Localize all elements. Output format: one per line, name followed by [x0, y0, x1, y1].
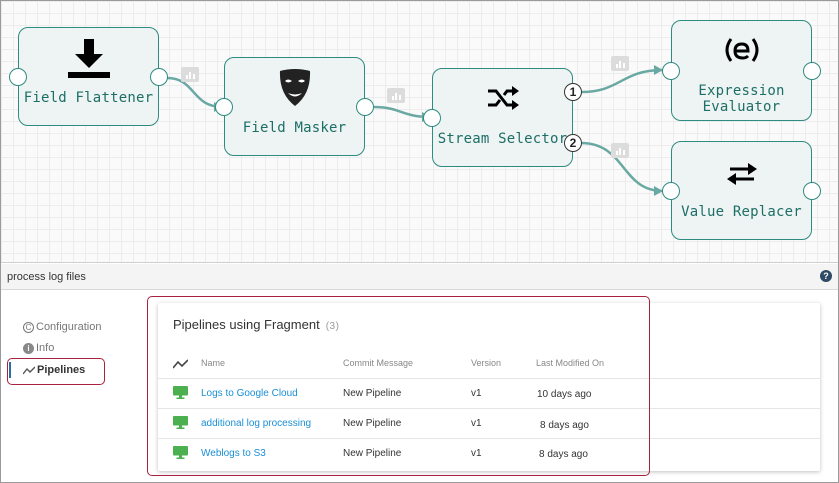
last-modified: 8 days ago [539, 449, 588, 460]
panel-title: process log files [7, 271, 86, 283]
download-icon [19, 38, 158, 80]
version: v1 [471, 388, 482, 399]
highlight-box-pipelines-card [147, 296, 650, 476]
commit-message: New Pipeline [343, 388, 402, 399]
node-label-line2: Evaluator [702, 99, 781, 115]
link-stats-icon[interactable] [181, 67, 199, 82]
input-port[interactable] [215, 98, 233, 116]
nav-item-label: Pipelines [37, 364, 86, 376]
detail-side-nav: C Configuration i Info Pipelines [1, 291, 141, 481]
output-port[interactable] [803, 62, 821, 80]
link-selector-replacer [580, 141, 664, 193]
mask-icon [225, 68, 364, 108]
link-stats-icon[interactable] [387, 88, 405, 103]
table-row[interactable]: Logs to Google Cloud New Pipeline v1 10 … [158, 378, 820, 408]
last-modified: 10 days ago [537, 389, 592, 400]
active-indicator [9, 362, 11, 378]
node-value-replacer[interactable]: Value Replacer [662, 141, 821, 240]
pipelines-card: Pipelines using Fragment (3) Name Commit … [158, 303, 820, 471]
monitor-icon [173, 446, 188, 459]
input-port[interactable] [662, 62, 680, 80]
expression-icon [672, 37, 811, 63]
version: v1 [471, 418, 482, 429]
output-port-1[interactable]: 1 [564, 83, 582, 101]
table-row[interactable]: additional log processing New Pipeline v… [158, 408, 820, 438]
nav-item-label: Info [36, 342, 55, 354]
link-stats-icon[interactable] [611, 56, 629, 71]
node-field-flattener[interactable]: Field Flattener [9, 27, 168, 126]
trend-line-icon [173, 359, 188, 369]
pipeline-name-link[interactable]: Weblogs to S3 [201, 448, 266, 459]
swap-arrows-icon [672, 162, 811, 186]
card-title: Pipelines using Fragment (3) [173, 317, 339, 332]
pipeline-name-link[interactable]: Logs to Google Cloud [201, 388, 298, 399]
table-header: Name Commit Message Version Last Modifie… [158, 355, 820, 375]
shuffle-icon [433, 83, 572, 113]
nav-item-info[interactable]: i Info [23, 342, 54, 354]
input-port[interactable] [423, 109, 441, 127]
pipeline-count: (3) [325, 321, 340, 332]
nav-item-pipelines[interactable]: Pipelines [23, 364, 85, 376]
node-field-masker[interactable]: Field Masker [215, 57, 374, 156]
version: v1 [471, 448, 482, 459]
output-port[interactable] [803, 182, 821, 200]
link-stats-icon[interactable] [611, 143, 629, 158]
highlight-box-pipelines-nav [7, 358, 105, 385]
input-port[interactable] [662, 182, 680, 200]
col-version[interactable]: Version [471, 358, 502, 368]
monitor-icon [173, 386, 188, 399]
input-port[interactable] [9, 68, 27, 86]
trend-line-icon [23, 366, 35, 374]
nav-item-label: Configuration [36, 321, 102, 333]
output-port-2[interactable]: 2 [564, 134, 582, 152]
col-modified[interactable]: Last Modified On [536, 358, 605, 368]
info-icon: i [23, 342, 34, 354]
col-name[interactable]: Name [201, 358, 226, 368]
node-label: Field Masker [242, 120, 347, 136]
card-title-text: Pipelines using Fragment [173, 317, 320, 332]
node-label: Stream Selector [437, 131, 568, 147]
output-port[interactable] [150, 68, 168, 86]
arrowhead [654, 65, 663, 75]
nav-item-configuration[interactable]: C Configuration [23, 321, 101, 333]
node-stream-selector[interactable]: Stream Selector 1 2 [423, 68, 582, 167]
help-icon[interactable]: ? [820, 270, 832, 282]
table-row[interactable]: Weblogs to S3 New Pipeline v1 8 days ago [158, 438, 820, 468]
commit-message: New Pipeline [343, 448, 402, 459]
monitor-icon [173, 416, 188, 429]
node-label-line1: Expression [698, 83, 785, 99]
col-commit[interactable]: Commit Message [343, 358, 414, 368]
detail-panel-header: process log files ? [1, 264, 838, 290]
link-selector-evaluator [580, 68, 664, 94]
commit-message: New Pipeline [343, 418, 402, 429]
node-label: Value Replacer [681, 204, 802, 220]
last-modified: 8 days ago [540, 420, 589, 431]
copyright-circle-icon: C [23, 321, 34, 333]
node-label: Field Flattener [23, 90, 154, 106]
arrowhead [654, 186, 663, 196]
pipeline-name-link[interactable]: additional log processing [201, 418, 312, 429]
node-expression-evaluator[interactable]: Expression Evaluator [662, 20, 821, 121]
output-port[interactable] [356, 98, 374, 116]
pipeline-canvas[interactable]: Field Flattener Field Masker [1, 1, 838, 263]
